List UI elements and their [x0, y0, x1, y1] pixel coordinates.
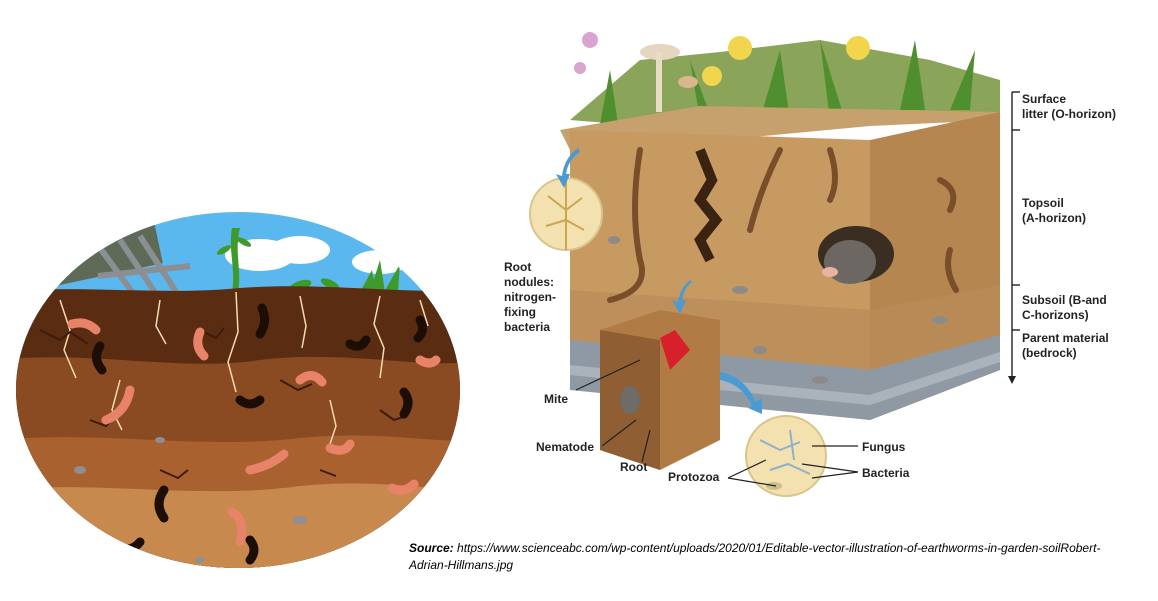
mite-icon	[660, 330, 690, 370]
label-parent-material: Parent material (bedrock)	[1022, 331, 1109, 360]
dark-worms	[92, 303, 428, 565]
label-root-nodules: Root nodules: nitrogen- fixing bacteria	[504, 260, 556, 334]
label-bacteria: Bacteria	[862, 466, 910, 480]
label-fungus: Fungus	[862, 440, 906, 454]
source-url: https://www.scienceabc.com/wp-content/up…	[409, 541, 1101, 572]
label-surface-litter: Surface litter (O-horizon)	[1022, 92, 1116, 121]
label-subsoil: Subsoil (B-and C-horizons)	[1022, 293, 1107, 322]
label-topsoil: Topsoil (A-horizon)	[1022, 196, 1086, 225]
microbe-magnifier	[745, 415, 827, 497]
source-prefix: Source:	[409, 541, 454, 555]
label-protozoa: Protozoa	[668, 470, 720, 484]
root-nodules-magnifier	[529, 177, 603, 251]
roots	[59, 291, 429, 451]
earthworm-soil-illustration	[16, 212, 460, 568]
mole-icon	[818, 226, 894, 284]
leader-lines	[575, 359, 859, 487]
surface-vegetation	[570, 32, 1000, 132]
label-nematode: Nematode	[536, 440, 595, 454]
source-caption: Source: https://www.scienceabc.com/wp-co…	[409, 540, 1109, 574]
label-root: Root	[620, 460, 648, 474]
label-mite: Mite	[544, 392, 568, 406]
deep-soil-layer	[16, 483, 460, 568]
cutaway-block	[600, 310, 720, 470]
pink-earthworms	[67, 318, 441, 547]
horizon-bracket	[1011, 91, 1020, 380]
